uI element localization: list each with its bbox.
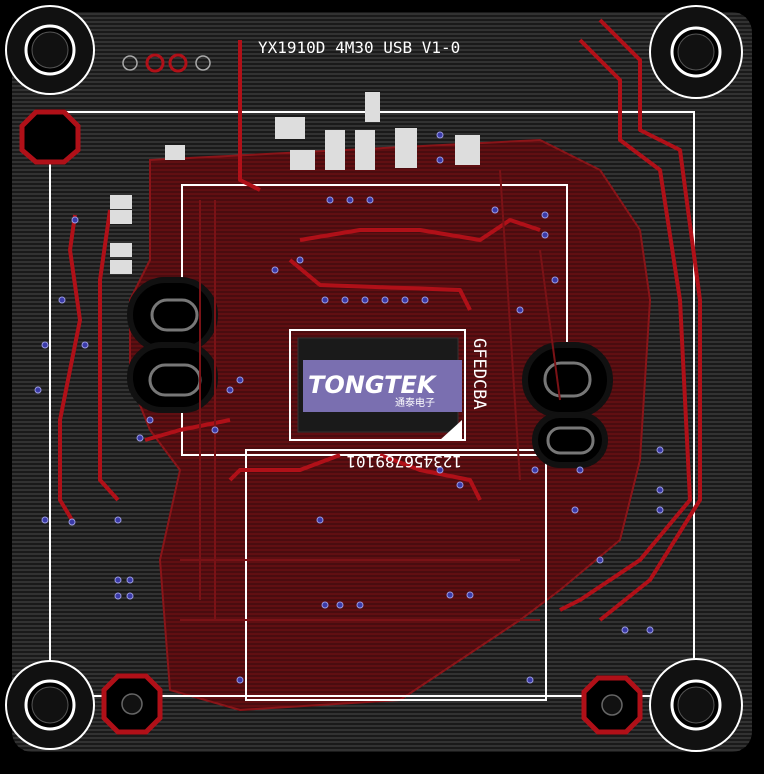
mounting-hole-top-left bbox=[5, 5, 95, 95]
logo-brand: TONGTEK bbox=[308, 371, 438, 399]
mounting-hole-bottom-left bbox=[5, 660, 95, 750]
mounting-hole-top-right bbox=[649, 5, 743, 99]
logo-subtitle: 通泰电子 bbox=[395, 396, 435, 409]
lens-slot-right-upper bbox=[522, 342, 613, 418]
octagon-pad-left bbox=[19, 109, 81, 165]
silkscreen-pin-letters: GFEDCBA bbox=[469, 338, 489, 410]
pad-bottom-right-hole bbox=[601, 694, 623, 716]
silkscreen-pin-numbers: 123456789101 bbox=[346, 452, 462, 471]
pin1-marker bbox=[440, 420, 462, 440]
top-pads bbox=[122, 53, 211, 73]
lens-slot-left-upper bbox=[127, 277, 218, 353]
tongtek-logo: TONGTEK 通泰电子 bbox=[303, 360, 462, 412]
logo-background bbox=[303, 360, 462, 412]
vias bbox=[34, 131, 664, 684]
trace-details bbox=[180, 169, 561, 621]
silkscreen-title: YX1910D 4M30 USB V1-0 bbox=[258, 38, 460, 57]
mounting-holes bbox=[5, 5, 743, 752]
chip-outline bbox=[289, 329, 466, 441]
octagon-pads bbox=[19, 109, 643, 735]
lens-slots bbox=[127, 277, 613, 468]
traces bbox=[58, 18, 702, 622]
pad-bottom-left-hole bbox=[121, 693, 143, 715]
lens-slot-left-lower bbox=[127, 342, 218, 413]
mounting-hole-bottom-right bbox=[649, 658, 743, 752]
lower-outline bbox=[245, 449, 547, 701]
component-pads bbox=[110, 92, 480, 274]
